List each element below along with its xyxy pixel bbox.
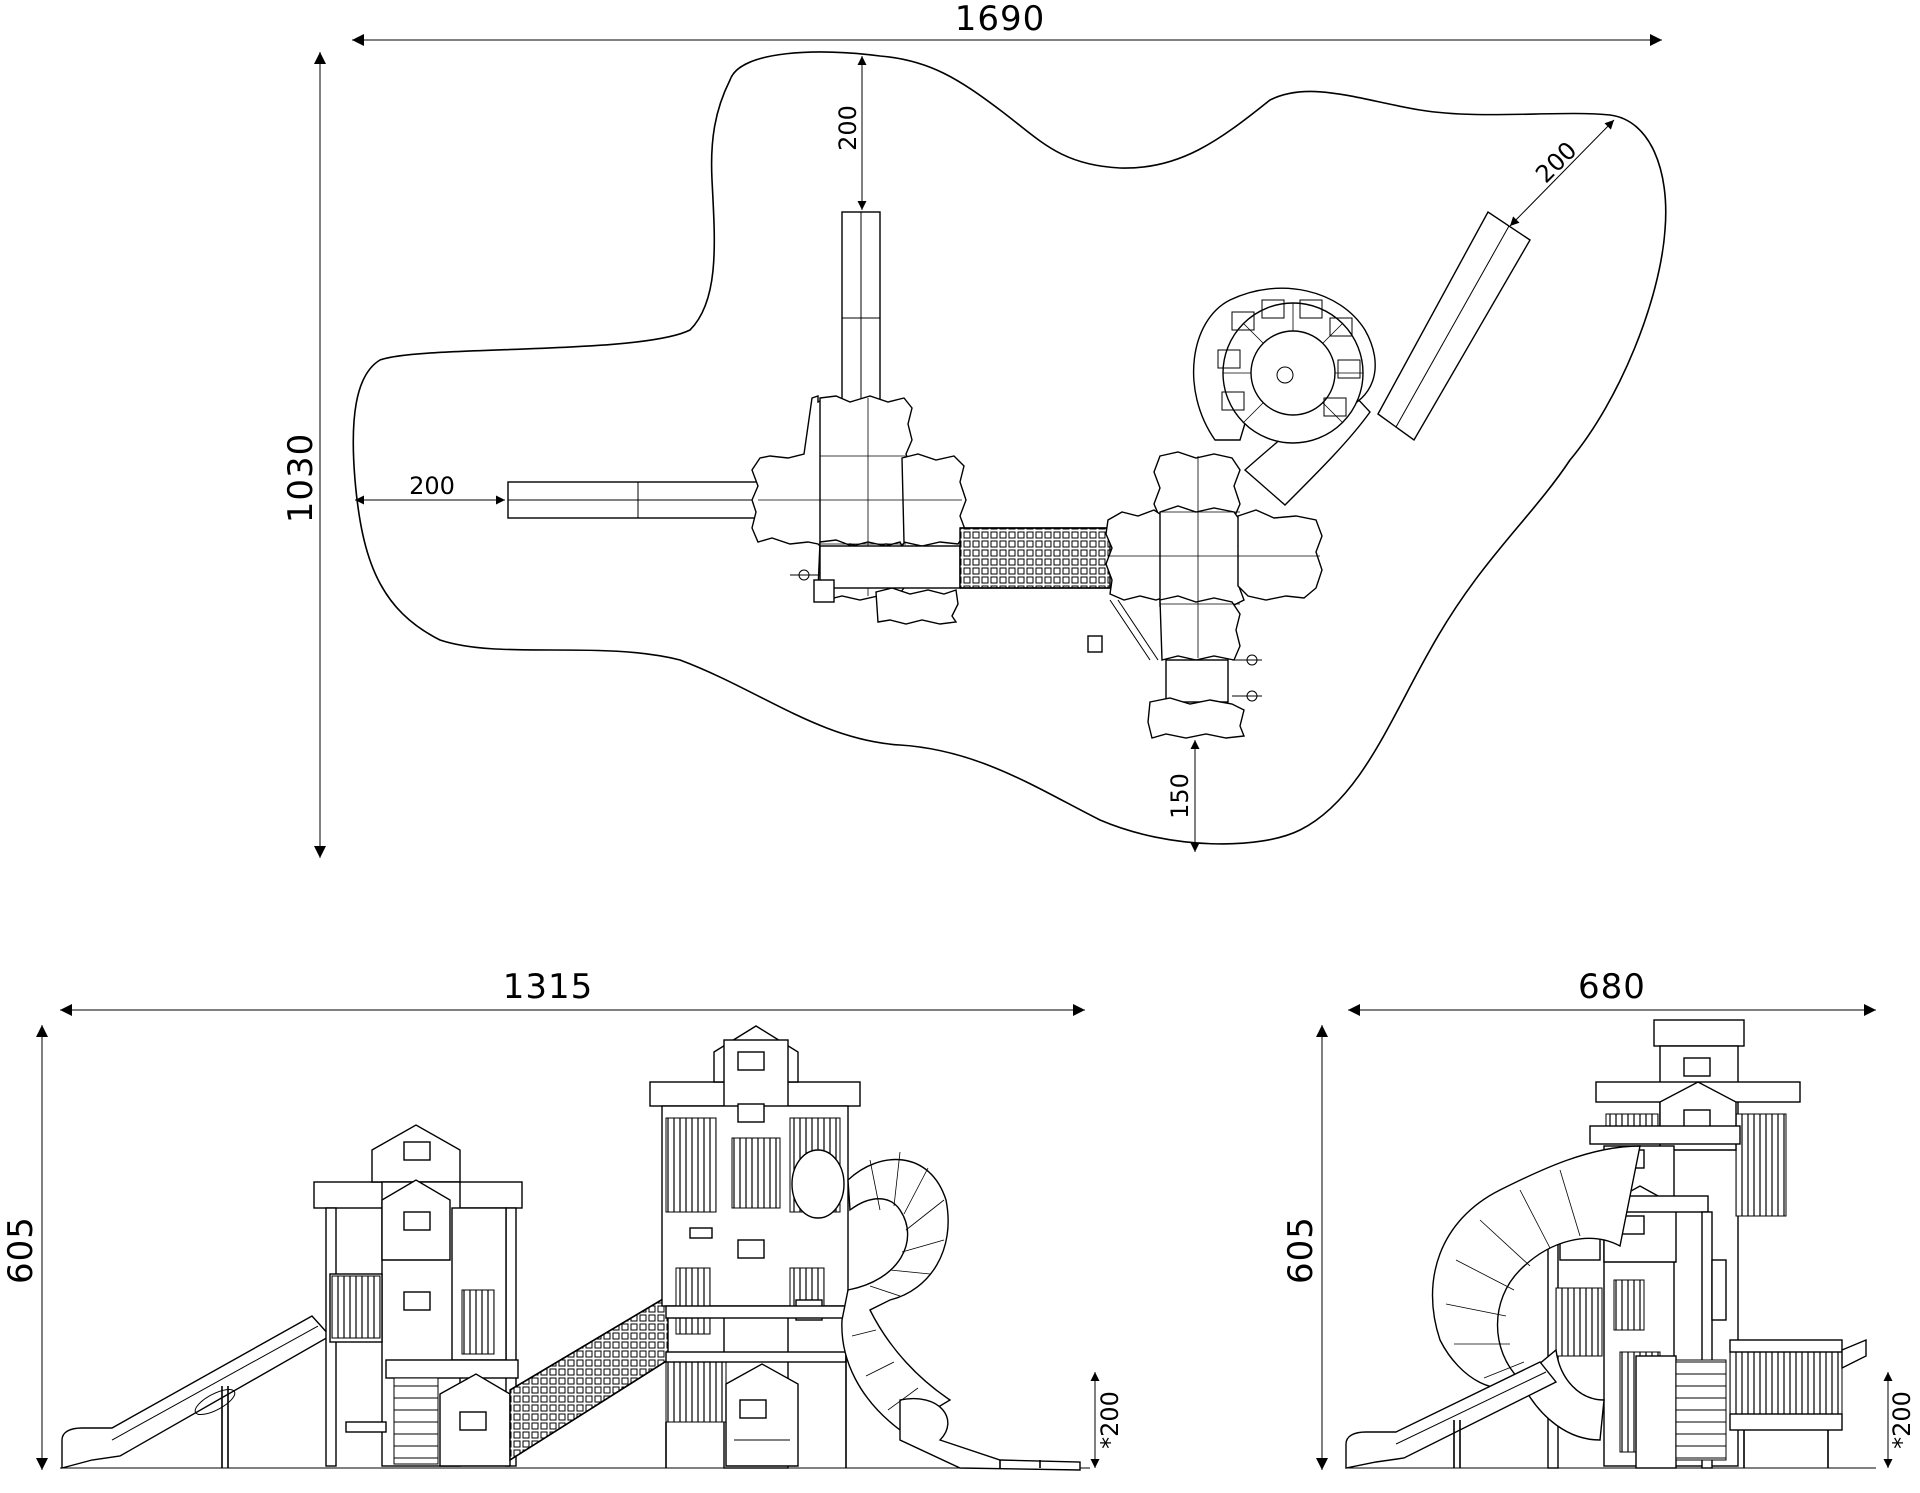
plan-tower-right-access [1087,599,1262,739]
plan-straight-slide-left [507,481,759,519]
front-tower-left [313,1124,523,1467]
plan-view: 1690 1030 200 200 200 150 [281,0,1667,858]
front-elevation: 1315 605 *200 [1,967,1124,1471]
side-elevation: 680 605 *200 [1281,967,1916,1470]
plan-net-bridge [959,527,1111,589]
plan-tower-left-roof [751,395,967,625]
front-width-label: 1315 [503,967,594,1007]
plan-straight-slide-top [841,211,881,408]
plan-clearance-bottom-label: 150 [1166,773,1194,819]
front-tower-right [649,1025,861,1469]
side-width-label: 680 [1578,967,1646,1007]
plan-tower-left-access [790,545,961,603]
plan-height-label: 1030 [281,433,321,524]
plan-width-label: 1690 [955,0,1046,39]
side-slide-left [1345,1361,1558,1469]
plan-clearance-slide-label: 200 [1530,136,1582,188]
plan-clearance-left-label: 200 [409,472,455,500]
plan-clearance-slide-line [1509,119,1615,227]
front-clearance-label: *200 [1096,1391,1124,1449]
plan-clearance-top-label: 200 [834,105,862,151]
front-tube-slide [841,1151,1081,1471]
front-net-bridge [509,1294,669,1462]
plan-tube-slide [1192,287,1376,506]
side-platform-right [1729,1338,1867,1468]
plan-straight-slide-diagonal [1377,210,1531,442]
side-height-label: 605 [1281,1216,1321,1284]
side-clearance-label: *200 [1888,1391,1916,1449]
plan-tower-right-roof [1105,451,1323,661]
front-slide-left [61,1315,332,1469]
front-height-label: 605 [1,1216,41,1284]
plan-safety-zone [352,51,1667,845]
